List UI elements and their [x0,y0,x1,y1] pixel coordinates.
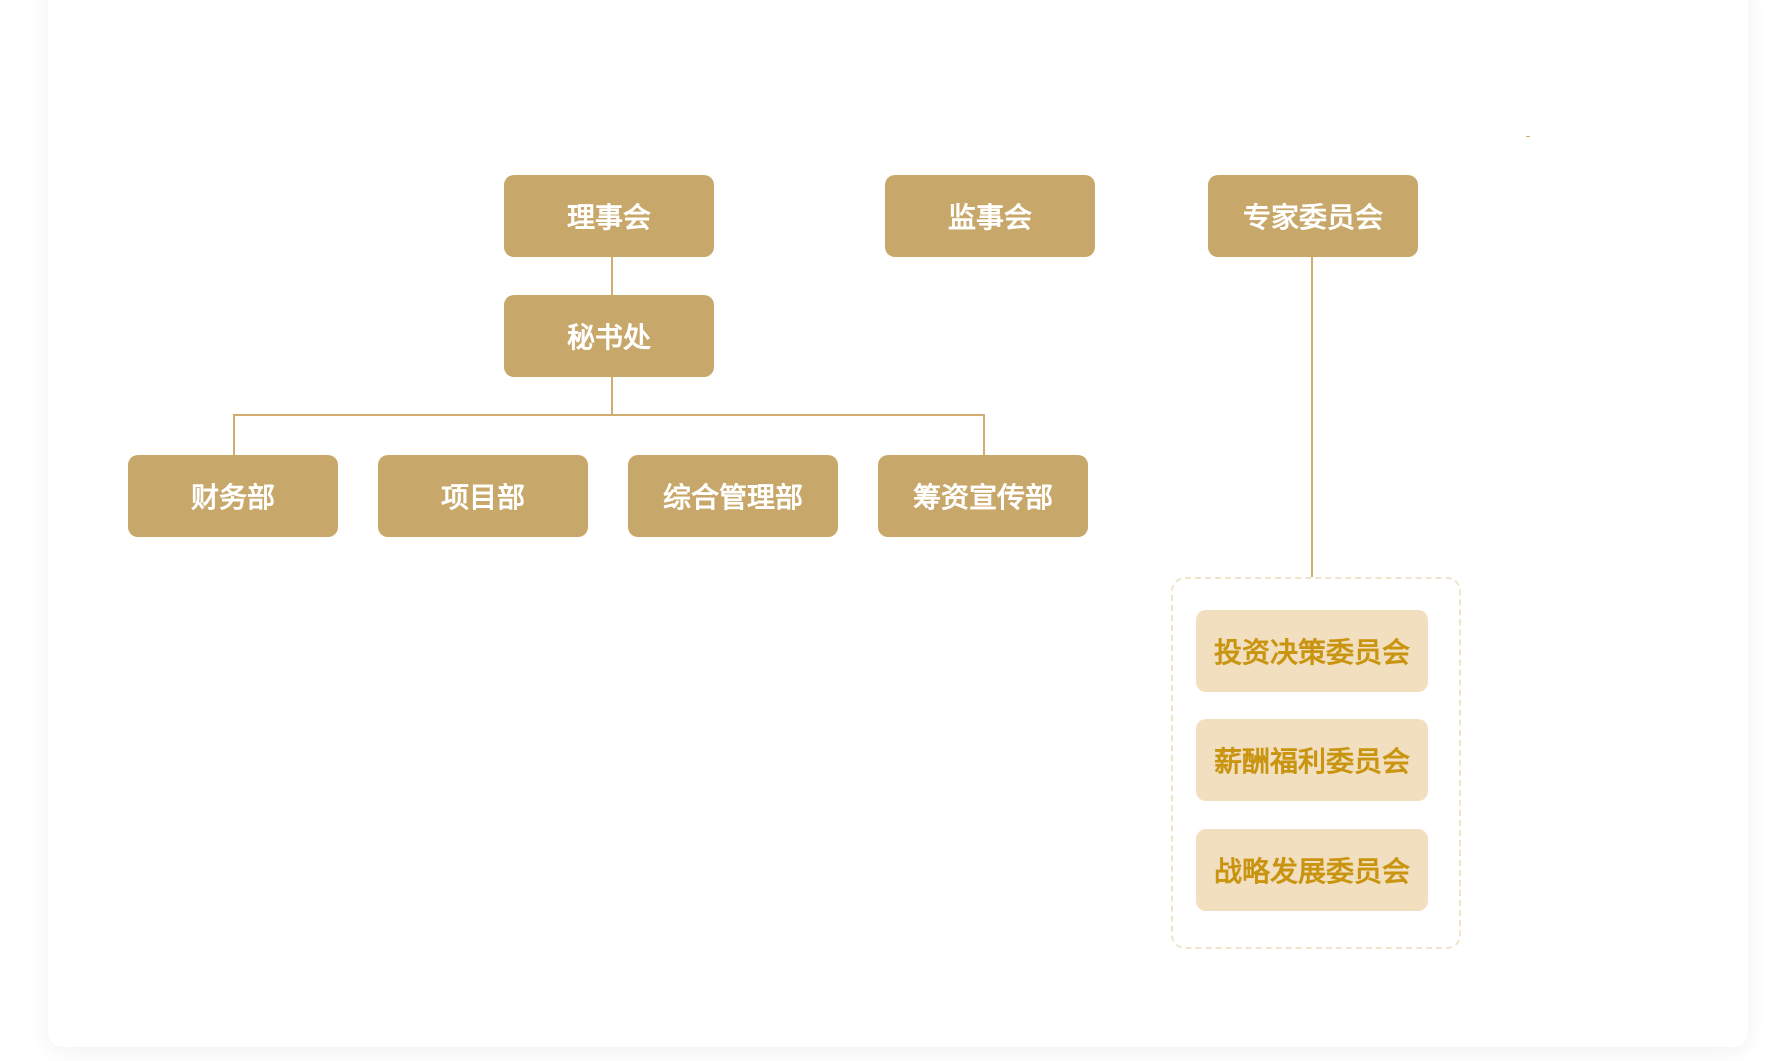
department-finance-box[interactable]: 财务部 [128,455,338,537]
connector-dept-fundraising [983,414,985,457]
connector-board-secretariat [611,257,613,297]
committees-group [1171,577,1461,949]
connector-experts-committees [1311,257,1313,577]
supervisors-box[interactable]: 监事会 [885,175,1095,257]
committee-compensation-box[interactable]: 薪酬福利委员会 [1196,719,1428,801]
department-general-management-box[interactable]: 综合管理部 [628,455,838,537]
connector-secretariat-down [611,377,613,415]
department-projects-box[interactable]: 项目部 [378,455,588,537]
connector-dept-finance [233,414,235,457]
decorative-tick [1526,136,1530,137]
committee-investment-box[interactable]: 投资决策委员会 [1196,610,1428,692]
connector-departments-horizontal [233,414,985,416]
experts-box[interactable]: 专家委员会 [1208,175,1418,257]
department-fundraising-box[interactable]: 筹资宣传部 [878,455,1088,537]
secretariat-box[interactable]: 秘书处 [504,295,714,377]
board-box[interactable]: 理事会 [504,175,714,257]
committee-strategy-box[interactable]: 战略发展委员会 [1196,829,1428,911]
